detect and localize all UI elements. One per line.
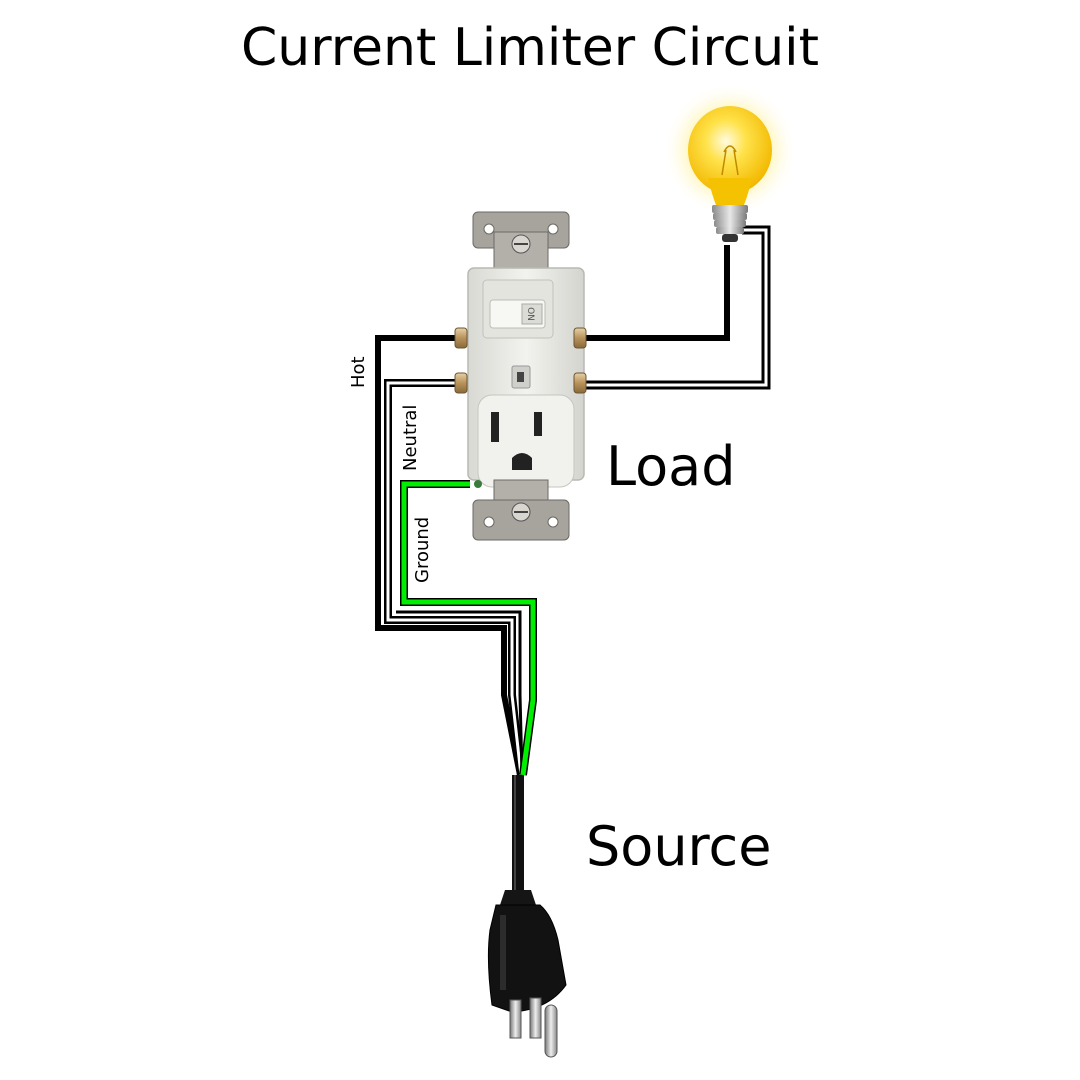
light-bulb-icon — [662, 82, 798, 242]
ground-wire-label: Ground — [412, 516, 433, 583]
ground-wire — [400, 480, 537, 776]
sheath-line — [396, 610, 524, 776]
load-label: Load — [606, 435, 736, 498]
neutral-wire — [384, 379, 525, 776]
source-label: Source — [586, 815, 772, 878]
terminal-screws — [454, 327, 587, 488]
plug-icon — [487, 890, 567, 1058]
bottom-strap — [472, 479, 570, 541]
hot-wire-label: Hot — [348, 356, 369, 388]
svg-text:ON: ON — [525, 307, 535, 321]
neutral-wire-label: Neutral — [400, 404, 421, 471]
top-strap — [472, 211, 570, 271]
switch-outlet-device: ON — [454, 211, 587, 541]
switch-toggle: ON — [482, 279, 554, 339]
page-title: Current Limiter Circuit — [240, 18, 820, 78]
cable-wires — [375, 335, 537, 776]
load-wires — [583, 225, 771, 390]
hot-wire — [375, 335, 523, 776]
power-cord — [512, 775, 524, 900]
outlet-face — [477, 394, 575, 488]
